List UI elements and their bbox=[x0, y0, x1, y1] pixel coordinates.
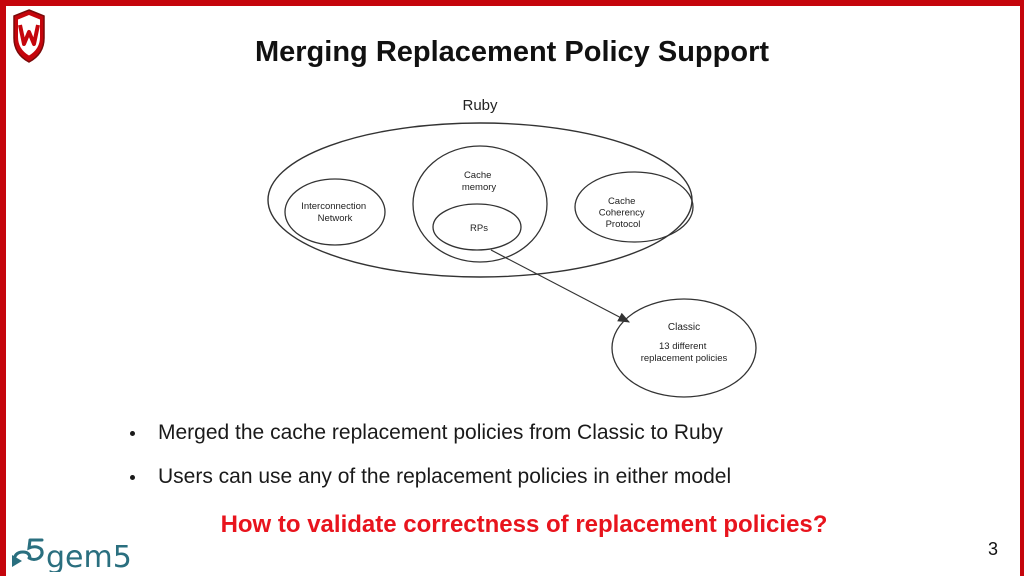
cache-memory-line-2: memory bbox=[462, 182, 497, 193]
coherency-line-2: Coherency bbox=[599, 208, 645, 219]
left-accent-bar bbox=[0, 0, 6, 576]
classic-node bbox=[611, 298, 757, 398]
page-number: 3 bbox=[987, 539, 998, 559]
ruby-label: Ruby bbox=[462, 97, 498, 114]
cache-memory-line-1: Cache bbox=[464, 170, 491, 181]
validation-question: How to validate correctness of replaceme… bbox=[220, 511, 828, 538]
classic-body-line-2: replacement policies bbox=[641, 353, 728, 364]
gem5-logo-icon: gem5 bbox=[12, 538, 132, 572]
bullet-item: Users can use any of the replacement pol… bbox=[128, 462, 731, 506]
coherency-line-3: Protocol bbox=[606, 219, 641, 230]
interconnection-line-1: Interconnection bbox=[301, 201, 366, 212]
interconnection-network-label: Interconnection Network bbox=[301, 201, 369, 224]
bullet-item: Merged the cache replacement policies fr… bbox=[128, 418, 731, 462]
cache-coherency-label: Cache Coherency Protocol bbox=[599, 196, 648, 230]
right-accent-bar bbox=[1020, 0, 1024, 576]
ruby-architecture-diagram: Ruby Interconnection Network Cache memor… bbox=[267, 97, 757, 398]
cache-memory-label: Cache memory bbox=[462, 170, 497, 193]
rps-label: RPs bbox=[470, 223, 488, 234]
cache-coherency-node bbox=[574, 171, 694, 243]
classic-title: Classic bbox=[668, 322, 700, 333]
cache-memory-node bbox=[412, 145, 548, 263]
coherency-line-1: Cache bbox=[608, 196, 635, 207]
classic-body: 13 different replacement policies bbox=[641, 341, 728, 364]
rps-node bbox=[432, 203, 522, 251]
bullet-list: Merged the cache replacement policies fr… bbox=[128, 418, 731, 506]
classic-body-line-1: 13 different bbox=[659, 341, 707, 352]
interconnection-line-2: Network bbox=[318, 213, 353, 224]
rps-to-classic-arrow bbox=[490, 249, 631, 323]
interconnection-network-node bbox=[284, 178, 386, 246]
slide-title: Merging Replacement Policy Support bbox=[254, 36, 770, 68]
university-crest-icon bbox=[13, 9, 45, 63]
gem5-logo-text: gem5 bbox=[46, 540, 132, 572]
top-accent-bar bbox=[0, 0, 1024, 6]
